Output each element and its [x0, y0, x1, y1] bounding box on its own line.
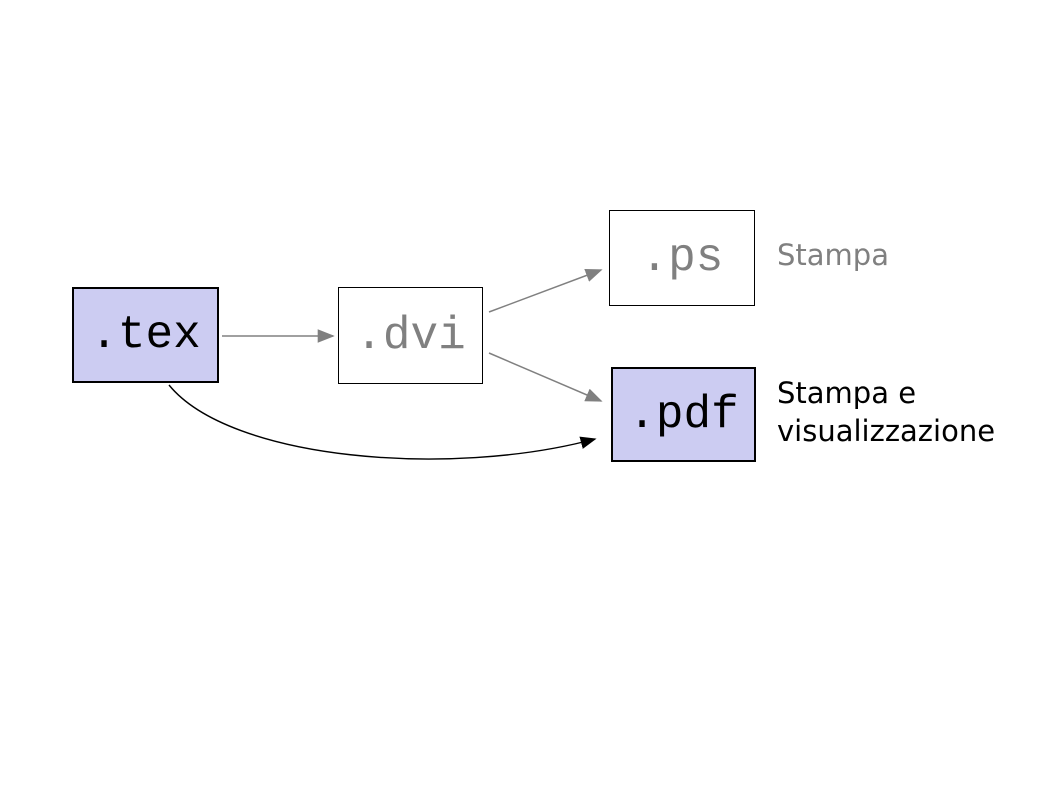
arrow-dvi-to-pdf	[488, 352, 603, 402]
annotation-ps-stampa: Stampa	[777, 238, 889, 272]
node-tex-label: .tex	[90, 309, 201, 361]
node-tex: .tex	[72, 287, 219, 383]
arrow-tex-to-pdf-curved	[168, 384, 597, 460]
node-ps: .ps	[609, 210, 755, 306]
node-pdf: .pdf	[611, 367, 756, 462]
annotation-pdf-stampa-e-visualizzazione: Stampa e visualizzazione	[777, 376, 996, 448]
arrow-dvi-to-ps	[488, 269, 603, 313]
node-ps-label: .ps	[640, 232, 724, 284]
node-pdf-label: .pdf	[628, 388, 739, 441]
node-dvi-label: .dvi	[355, 309, 466, 362]
node-dvi: .dvi	[338, 287, 483, 384]
